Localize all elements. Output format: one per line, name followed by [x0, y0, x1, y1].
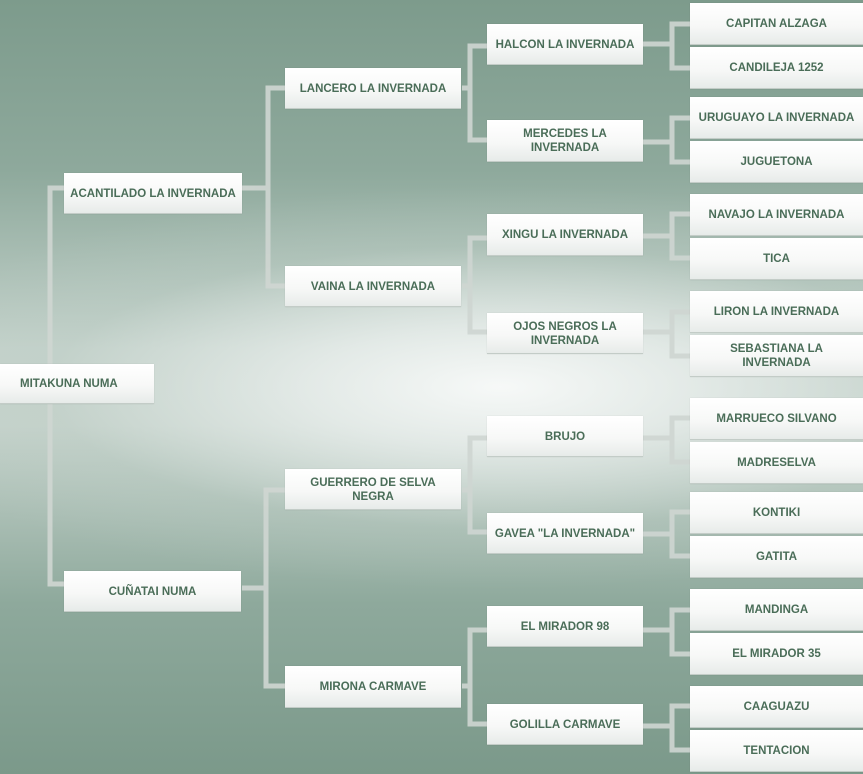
gen4-box: JUGUETONA	[690, 141, 863, 183]
gen4-box: CANDILEJA 1252	[690, 47, 863, 89]
gen3-box: GOLILLA CARMAVE	[487, 704, 643, 745]
gen3-box: OJOS NEGROS LA INVERNADA	[487, 313, 643, 354]
gen4-box: TENTACION	[690, 730, 863, 772]
subject-horse: MITAKUNA NUMA	[0, 364, 154, 404]
gen4-box: KONTIKI	[690, 492, 863, 534]
gen3-box: GAVEA "LA INVERNADA"	[487, 513, 643, 554]
gen4-box: NAVAJO LA INVERNADA	[690, 194, 863, 236]
gen3-box: BRUJO	[487, 416, 643, 457]
dam-box: CUÑATAI NUMA	[64, 571, 241, 612]
gen4-box: MANDINGA	[690, 589, 863, 631]
gen3-box: MERCEDES LA INVERNADA	[487, 120, 643, 162]
gen4-box: LIRON LA INVERNADA	[690, 291, 863, 333]
gen3-box: HALCON LA INVERNADA	[487, 24, 643, 65]
gen4-box: MADRESELVA	[690, 442, 863, 484]
gen3-box: EL MIRADOR 98	[487, 606, 643, 647]
dam-dam-box: MIRONA CARMAVE	[285, 666, 461, 708]
gen3-box: XINGU LA INVERNADA	[487, 214, 643, 256]
gen4-box: CAAGUAZU	[690, 686, 863, 728]
sire-sire-box: LANCERO LA INVERNADA	[285, 68, 461, 109]
sire-box: ACANTILADO LA INVERNADA	[64, 173, 242, 214]
gen4-box: SEBASTIANA LA INVERNADA	[690, 335, 863, 377]
sire-dam-box: VAINA LA INVERNADA	[285, 266, 461, 307]
dam-sire-box: GUERRERO DE SELVA NEGRA	[285, 469, 461, 510]
gen4-box: MARRUECO SILVANO	[690, 398, 863, 440]
gen4-box: URUGUAYO LA INVERNADA	[690, 97, 863, 139]
gen4-box: GATITA	[690, 536, 863, 578]
gen4-box: TICA	[690, 238, 863, 280]
gen4-box: CAPITAN ALZAGA	[690, 3, 863, 45]
gen4-box: EL MIRADOR 35	[690, 633, 863, 675]
